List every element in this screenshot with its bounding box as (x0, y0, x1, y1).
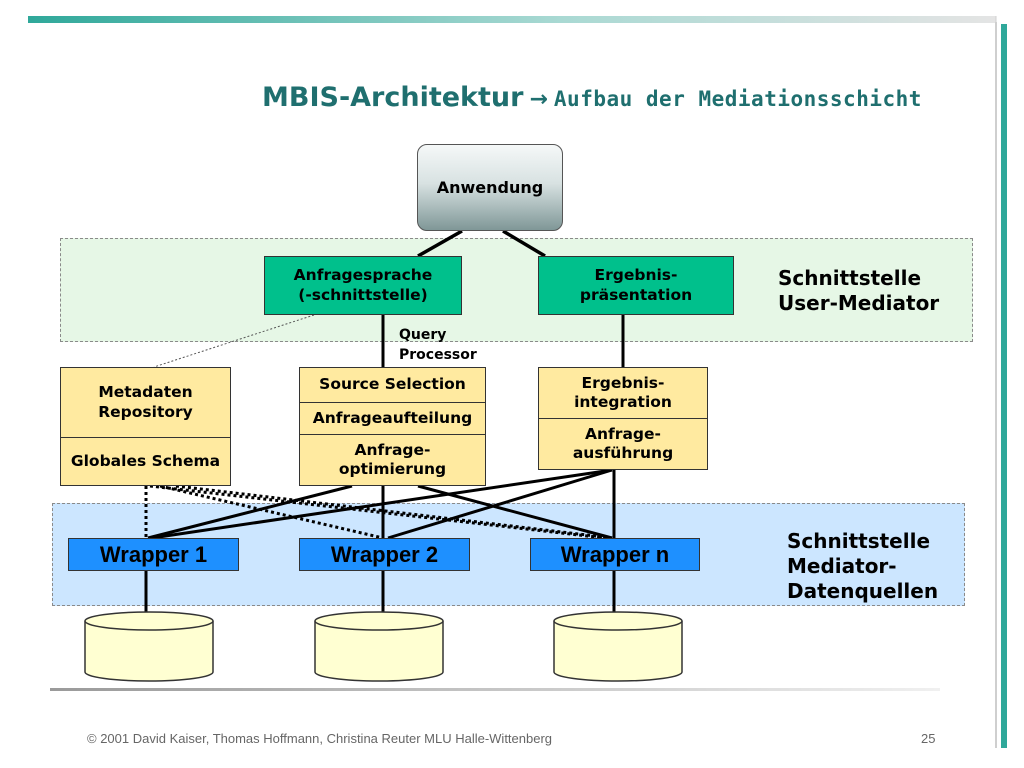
node-wrapper-2-label: Wrapper 2 (330, 541, 439, 567)
label-schnittstelle-mediator-datenquellen-line3: Datenquellen (787, 579, 939, 603)
node-wrapper-2: Wrapper 2 (299, 538, 470, 571)
node-ergebnis-praesentation-line2: präsentation (579, 285, 693, 304)
footer-copyright: © 2001 David Kaiser, Thomas Hoffmann, Ch… (87, 731, 553, 746)
node-anfrageaufteilung-label: Anfrageaufteilung (312, 408, 473, 427)
label-schnittstelle-mediator-datenquellen-line2: Mediator- (787, 554, 897, 578)
node-anfrage-ausfuehrung: Anfrage- ausführung (538, 418, 708, 470)
label-schnittstelle-mediator-datenquellen-line1: Schnittstelle (787, 529, 931, 553)
node-source-selection: Source Selection (299, 367, 486, 403)
slide-title: MBIS-Architektur→Aufbau der Mediationssc… (262, 82, 922, 113)
line-dotted-schema-wrappern-b (175, 484, 613, 540)
node-ergebnis-integration-line1: Ergebnis- (581, 373, 665, 392)
node-anfragesprache: Anfragesprache (-schnittstelle) (264, 256, 462, 315)
node-anfrageaufteilung: Anfrageaufteilung (299, 402, 486, 435)
node-wrapper-n: Wrapper n (530, 538, 700, 571)
node-anfrage-optimierung: Anfrage- optimierung (299, 434, 486, 486)
node-anfragesprache-line1: Anfragesprache (293, 266, 433, 285)
database-2 (314, 611, 444, 682)
node-anfrage-optimierung-line1: Anfrage- (354, 440, 431, 459)
label-query-processor-line1: Query (399, 327, 447, 343)
node-anfrage-optimierung-line2: optimierung (338, 460, 447, 478)
database-n (553, 611, 683, 682)
label-schnittstelle-user-mediator: Schnittstelle User-Mediator (778, 266, 939, 316)
top-accent-bar (28, 16, 996, 23)
title-arrow: → (529, 87, 548, 112)
node-metadaten-repository: Metadaten Repository (60, 367, 231, 438)
line-ausfuehrung-wrapper2 (387, 468, 613, 540)
node-anwendung-label: Anwendung (436, 177, 544, 197)
node-anwendung: Anwendung (417, 144, 563, 231)
node-wrapper-1: Wrapper 1 (68, 538, 239, 571)
node-anfrage-ausfuehrung-line2: ausführung (572, 444, 674, 462)
line-anwendung-ergebnis (502, 229, 546, 258)
bottom-rule (50, 688, 940, 691)
node-metadaten-repository-line2: Repository (98, 402, 193, 421)
line-dotted-anfragesprache-metadaten (153, 314, 315, 368)
node-globales-schema: Globales Schema (60, 437, 231, 486)
line-ausfuehrung-wrapper1 (151, 468, 613, 540)
node-metadaten-repository-line1: Metadaten (98, 383, 193, 402)
line-dotted-schema-wrapper2 (159, 484, 384, 540)
node-anfrage-ausfuehrung-line1: Anfrage- (585, 424, 661, 443)
node-ergebnis-praesentation: Ergebnis- präsentation (538, 256, 734, 315)
node-ergebnis-integration: Ergebnis- integration (538, 367, 708, 419)
title-sub: Aufbau der Mediationsschicht (553, 87, 922, 111)
label-schnittstelle-user-mediator-line2: User-Mediator (778, 291, 940, 315)
title-main: MBIS-Architektur (262, 82, 524, 113)
node-ergebnis-praesentation-line1: Ergebnis- (594, 266, 678, 285)
label-schnittstelle-mediator-datenquellen: Schnittstelle Mediator- Datenquellen (787, 529, 938, 604)
label-query-processor-line2: Processor (399, 347, 477, 364)
label-schnittstelle-user-mediator-line1: Schnittstelle (778, 266, 922, 290)
label-query-processor: Query Processor (399, 325, 477, 366)
node-source-selection-label: Source Selection (319, 375, 466, 394)
right-accent-bar (1001, 24, 1007, 748)
line-dotted-schema-wrappern-a (149, 484, 606, 540)
footer-page-number: 25 (921, 731, 936, 746)
node-anfragesprache-line2: (-schnittstelle) (298, 285, 428, 304)
database-1 (84, 611, 214, 682)
node-wrapper-1-label: Wrapper 1 (99, 541, 208, 567)
line-optimierung-wrapper1 (147, 484, 353, 540)
node-wrapper-n-label: Wrapper n (560, 541, 670, 567)
node-ergebnis-integration-line2: integration (574, 393, 672, 411)
line-anwendung-anfragesprache (417, 229, 463, 258)
node-globales-schema-label: Globales Schema (70, 451, 221, 470)
